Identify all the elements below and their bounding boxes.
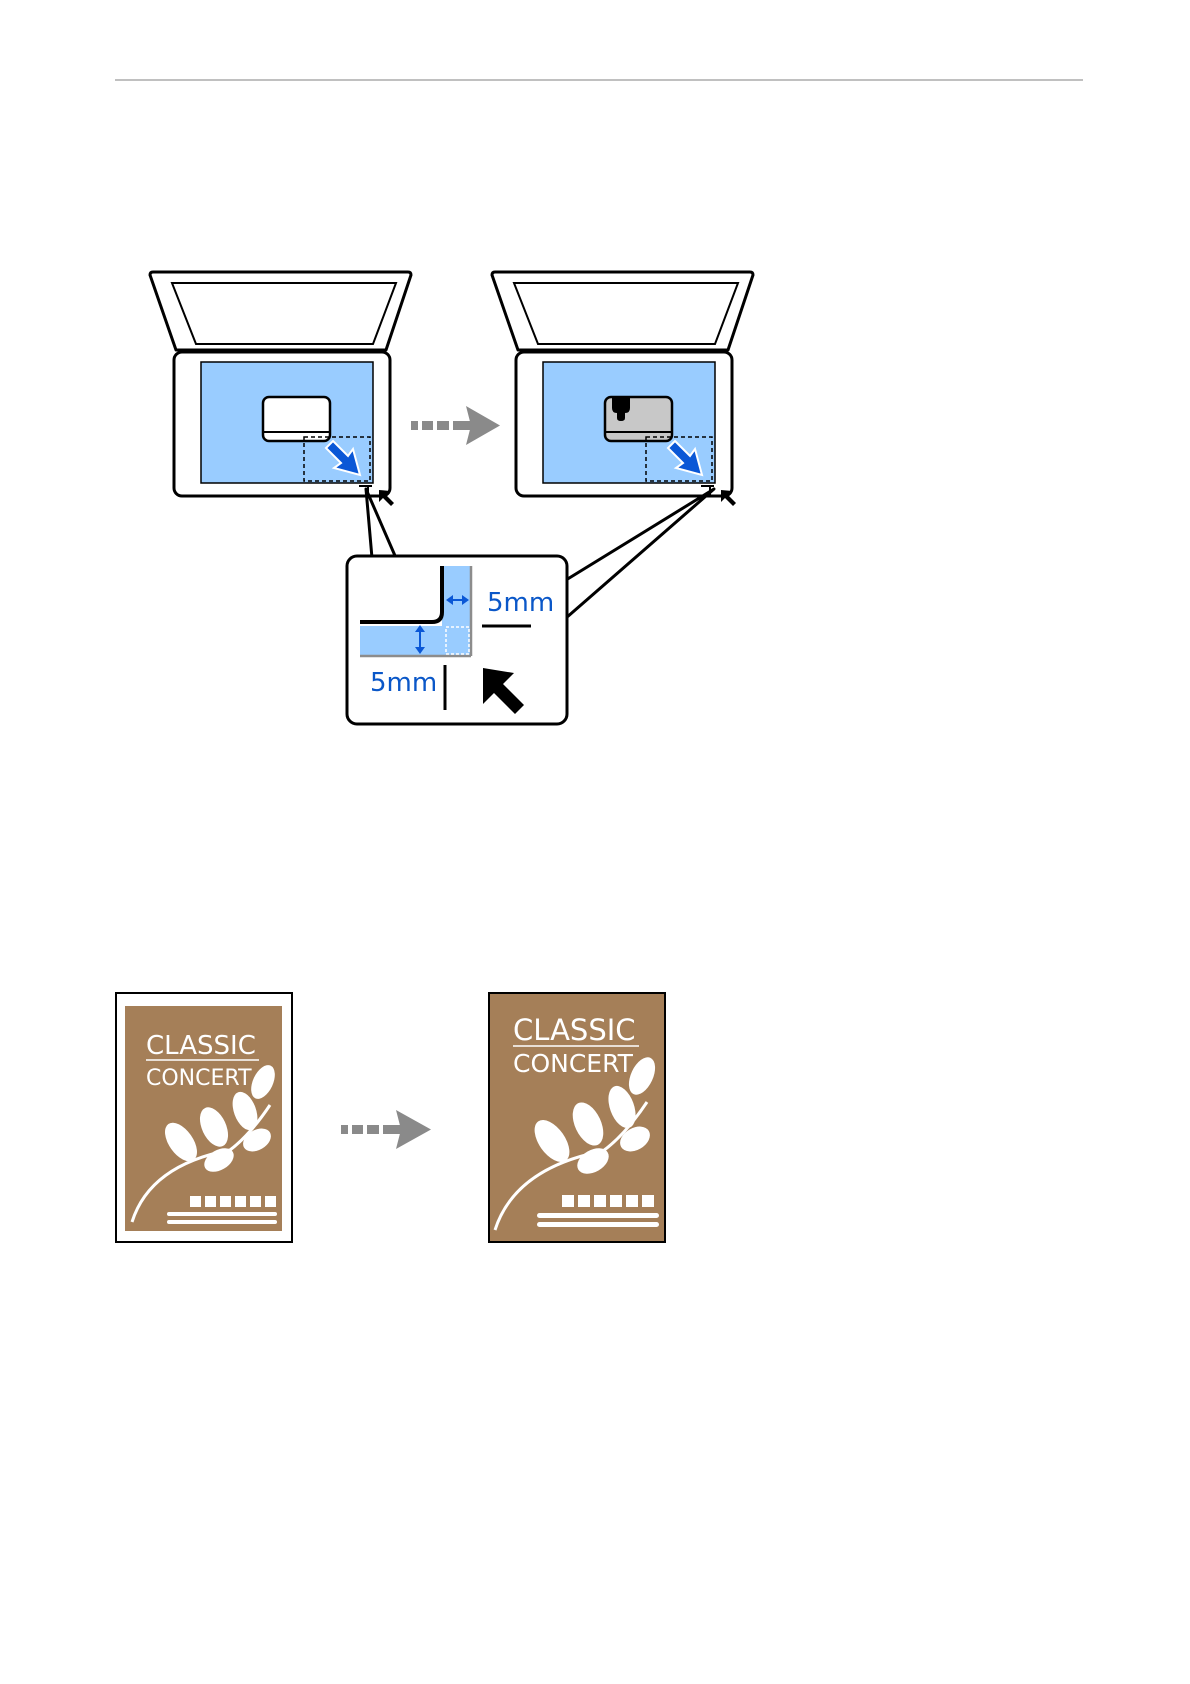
poster-title-line1: CLASSIC [513,1013,636,1047]
poster-before: CLASSIC CONCERT [116,993,292,1242]
vertical-margin-label: 5mm [370,668,437,698]
scanner-right [492,272,753,506]
scanner-placement-figure: 5mm 5mm [0,0,1190,760]
arrow-right-icon [411,406,500,445]
poster-after: CLASSIC CONCERT [489,993,665,1242]
arrow-right-icon [341,1110,431,1149]
poster-title-line2: CONCERT [146,1066,252,1091]
corner-mark-icon [721,490,736,506]
corner-mark-icon [379,490,394,506]
scanner-left [150,272,411,506]
poster-title-line2: CONCERT [513,1049,634,1078]
card-front [263,397,330,441]
horizontal-margin-label: 5mm [487,588,554,618]
margin-detail-callout: 5mm 5mm [347,556,567,724]
borderless-poster-figure: CLASSIC CONCERT CLASSIC [0,980,1190,1260]
poster-title-line1: CLASSIC [146,1031,256,1061]
